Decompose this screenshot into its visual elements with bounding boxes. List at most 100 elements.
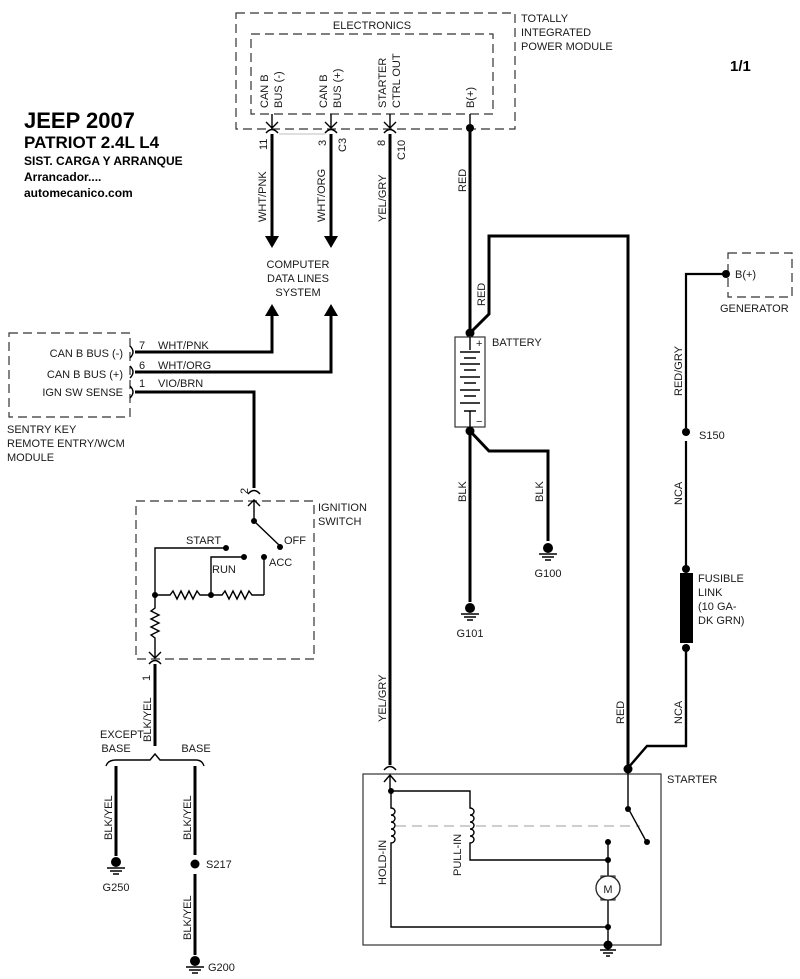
generator-terminal: B(+) — [735, 269, 756, 281]
pull-in-coil — [391, 790, 608, 861]
battery-minus-sign: − — [476, 416, 482, 428]
ground-icon — [539, 543, 557, 561]
wcm-connector — [129, 345, 134, 399]
battery-cells-icon — [460, 337, 480, 427]
wire-ground-g100 — [468, 429, 550, 541]
generator-label: GENERATOR — [720, 303, 789, 315]
wcm-name-3: MODULE — [7, 452, 54, 464]
ground-icon — [600, 940, 616, 957]
wire-label-nca-1: NCA — [673, 481, 685, 505]
tipm-pin-can-minus-l2: BUS (-) — [273, 71, 285, 108]
data-lines-label-3: SYSTEM — [275, 287, 320, 299]
branch-base: BASE — [181, 743, 210, 755]
connector-pin-3 — [324, 114, 338, 134]
wire-label-red-battery: RED — [476, 283, 488, 306]
wcm-name-1: SENTRY KEY — [7, 424, 77, 436]
ign-resistor-vertical — [148, 595, 162, 659]
fusible-label-3: (10 GA- — [698, 601, 737, 613]
wire-label-red-tipm: RED — [457, 169, 469, 192]
diagram-title: JEEP 2007 — [24, 108, 135, 133]
motor-ground-node — [605, 924, 611, 930]
ground-g100: G100 — [535, 568, 562, 580]
wcm-wire-wht-pnk: WHT/PNK — [158, 340, 209, 352]
splice-s150-node — [682, 428, 690, 436]
generator: B(+) GENERATOR — [720, 252, 793, 315]
ign-switch-box — [135, 500, 315, 660]
wire-label-blk-1: BLK — [457, 481, 469, 502]
ign-start-trace — [154, 547, 226, 595]
ign-node-mid — [208, 592, 214, 598]
ground-icon — [186, 956, 204, 974]
battery-plus-sign: + — [476, 338, 482, 350]
wcm-wire-wht-org: WHT/ORG — [158, 360, 211, 372]
tipm-pin-can-plus-l2: BUS (+) — [332, 69, 344, 108]
wcm-module: CAN B BUS (-) CAN B BUS (+) IGN SW SENSE… — [7, 332, 211, 464]
connector-pin-11 — [265, 114, 279, 134]
starter-label: STARTER — [667, 774, 717, 786]
splice-s150: S150 — [699, 430, 725, 442]
starter: STARTER HOLD-IN PULL-IN M — [362, 764, 717, 957]
pull-in-label: PULL-IN — [452, 834, 464, 876]
motor-icon — [595, 875, 621, 901]
splice-s217-node — [190, 859, 200, 869]
wire-label-base-upper: BLK/YEL — [182, 795, 194, 840]
page-number: 1/1 — [730, 58, 751, 75]
ign-connector-out — [148, 659, 162, 665]
starter-solenoid-switch — [627, 769, 647, 842]
splice-s217: S217 — [206, 859, 232, 871]
wire-label-yel-gry-bottom: YEL/GRY — [377, 674, 389, 722]
connector-c10: C10 — [396, 140, 408, 160]
wcm-box — [8, 332, 131, 418]
wire-label-red-starter: RED — [615, 701, 627, 724]
battery-label: BATTERY — [492, 337, 542, 349]
tipm-name-1: TOTALLY — [521, 13, 569, 25]
wcm-pin-label-can-minus: CAN B BUS (-) — [50, 348, 123, 360]
arrow-up-icon — [265, 304, 279, 316]
wire-label-nca-2: NCA — [673, 700, 685, 724]
pin-number-3: 3 — [317, 140, 329, 146]
tipm-outer-box — [235, 12, 516, 130]
wire-label-wht-pnk: WHT/PNK — [257, 171, 269, 222]
wire-can-minus-wcm — [135, 316, 274, 354]
connector-c3: C3 — [337, 138, 349, 152]
wire-label-red-gry: RED/GRY — [673, 345, 685, 396]
diagram-site: automecanico.com — [24, 186, 133, 200]
ign-pin-2: 2 — [239, 488, 251, 494]
wire-vio-brn — [135, 390, 256, 488]
ign-pos-off: OFF — [284, 535, 306, 547]
ignition-switch: 2 IGNITION SWITCH OFF START RUN ACC 1 — [135, 488, 367, 681]
ground-g250: G250 — [103, 882, 130, 894]
battery-plus-node — [465, 328, 475, 338]
wire-label-except-base: BLK/YEL — [103, 795, 115, 840]
wcm-pin-7: 7 — [139, 340, 145, 352]
tipm-name-2: INTEGRATED — [521, 27, 591, 39]
tipm-pin-starter-l2: CTRL OUT — [391, 53, 403, 108]
wcm-pin-label-can-plus: CAN B BUS (+) — [47, 369, 123, 381]
wire-label-blk-2: BLK — [534, 481, 546, 502]
solenoid-switch-pivot — [625, 806, 631, 812]
ign-name-2: SWITCH — [318, 516, 361, 528]
ign-pin-1: 1 — [141, 675, 153, 681]
ign-pos-start: START — [186, 535, 221, 547]
wire-battery-starter — [468, 234, 630, 768]
pin-number-8: 8 — [376, 140, 388, 146]
fusible-link: FUSIBLE LINK (10 GA- DK GRN) — [680, 565, 744, 652]
data-lines-label-2: DATA LINES — [267, 273, 329, 285]
starter-connector — [383, 765, 397, 771]
wire-fusible-out — [627, 648, 688, 769]
wcm-name-2: REMOTE ENTRY/WCM — [7, 438, 125, 450]
wire-label-yel-gry-top: YEL/GRY — [377, 174, 389, 222]
arrow-down-icon — [265, 236, 279, 248]
tipm-name-3: POWER MODULE — [521, 41, 613, 53]
wire-can-plus-wcm — [135, 316, 333, 374]
motor-label: M — [603, 884, 612, 896]
fusible-label-4: DK GRN) — [698, 615, 744, 627]
ign-connector-in — [247, 489, 261, 495]
hold-in-label: HOLD-IN — [377, 840, 389, 885]
hold-in-coil — [390, 791, 608, 928]
ground-g200: G200 — [208, 962, 235, 974]
ground-icon — [107, 857, 125, 875]
wire-label-base-lower: BLK/YEL — [182, 895, 194, 940]
ground-icon — [461, 603, 479, 621]
